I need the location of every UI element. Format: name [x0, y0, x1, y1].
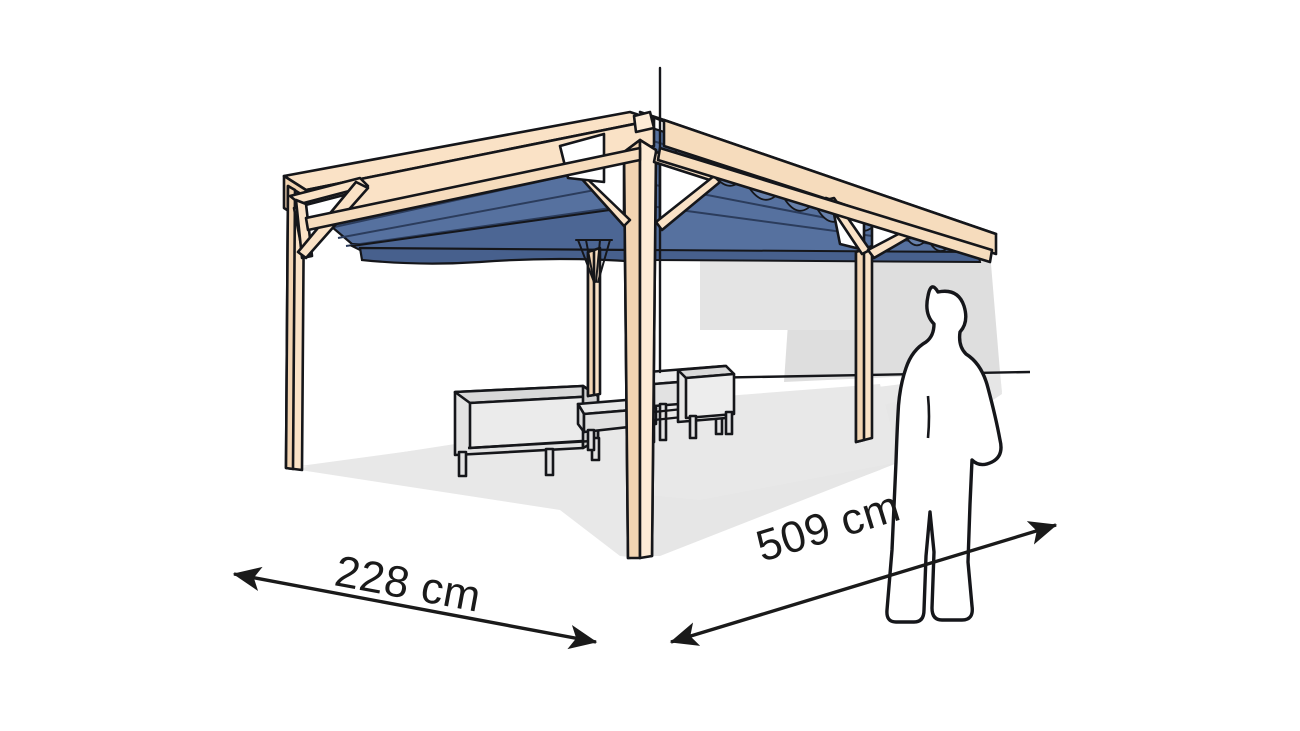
sofa-left: [453, 384, 601, 478]
length-dimension-arrow: [669, 521, 1058, 646]
width-dimension: 228 cm: [232, 547, 598, 650]
width-dimension-label: 228 cm: [331, 547, 485, 622]
post-center-front-shade: [622, 138, 642, 560]
eave-right: [656, 146, 994, 264]
post-center-front-hilite: [638, 138, 658, 560]
post-front-left-shade: [284, 184, 297, 471]
post-mid-rear-shade: [586, 248, 596, 398]
canopy-right-hem: [648, 248, 982, 264]
eave-left: [304, 146, 642, 232]
fan-bracket-mid: [575, 239, 613, 283]
post-right-rear-shade: [854, 247, 866, 444]
chair-right: [676, 364, 736, 440]
figure-arm-crease: [926, 395, 931, 439]
beam-right-front-under: [662, 118, 998, 256]
width-dimension-arrow: [232, 566, 598, 650]
canopy-left-hem: [358, 246, 642, 265]
pergola-frame: [282, 66, 998, 560]
ridge-beam: [632, 110, 656, 134]
